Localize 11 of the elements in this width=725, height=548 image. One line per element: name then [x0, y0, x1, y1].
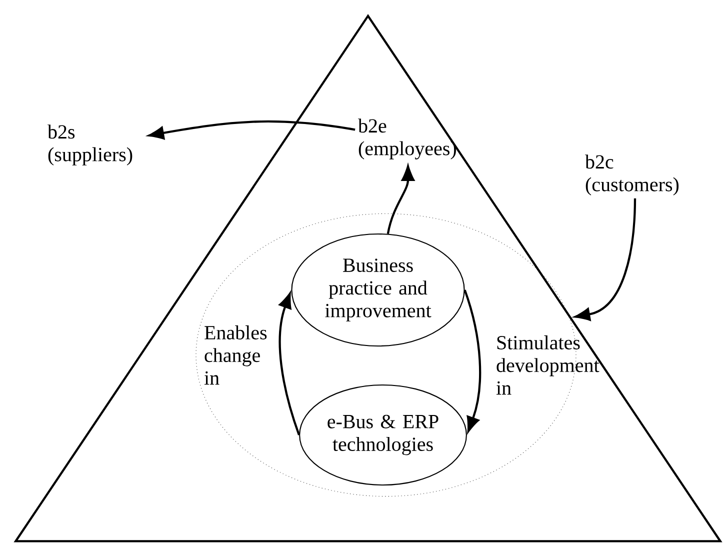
node-text: b2s (suppliers) — [48, 124, 132, 166]
arrow — [464, 290, 482, 432]
node-text: b2e (employees) — [358, 118, 456, 160]
circle-node: e-Bus & ERP technologies — [299, 384, 467, 486]
edge-label: Stimulates development in — [496, 335, 600, 395]
arrow — [148, 120, 356, 140]
arrow — [574, 198, 636, 321]
circle-node: Business practice and improvement — [291, 233, 465, 347]
arrow — [278, 292, 300, 436]
edge-label: Enables change in — [204, 325, 267, 385]
node-text: b2c (customers) — [585, 154, 679, 196]
